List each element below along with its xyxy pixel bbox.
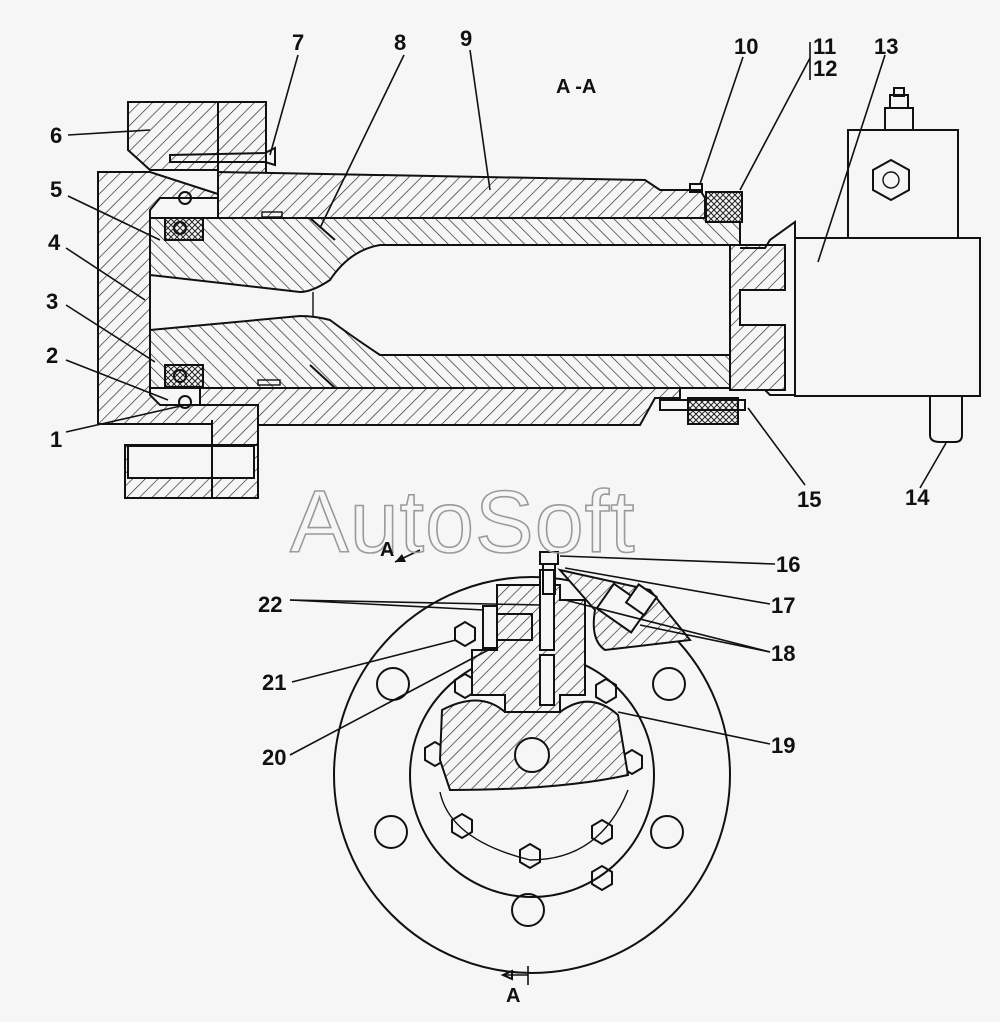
grease-nipple	[884, 107, 914, 131]
callout-labels: 1 2 3 4 5 6 7 8 9 10 11 12 13 14 15 16 1…	[46, 26, 930, 770]
part-8-rod	[149, 217, 741, 294]
section-title: A -A	[556, 76, 596, 98]
part-7-bolt	[169, 146, 276, 167]
part-8-rod-lower	[149, 314, 741, 389]
callout-3: 3	[46, 289, 58, 314]
callout-5: 5	[50, 177, 62, 202]
part-3-seal	[164, 364, 204, 388]
part-2-oring	[178, 395, 192, 409]
callout-21: 21	[262, 670, 286, 695]
part-5-seal	[164, 217, 204, 241]
callout-2: 2	[46, 343, 58, 368]
view-label-bottom: A	[506, 985, 520, 1007]
part-9-barrel-upper	[217, 170, 706, 219]
section-view-a-a	[97, 87, 981, 499]
hex-bolt-head	[872, 158, 910, 202]
callout-18: 18	[771, 641, 795, 666]
callout-4: 4	[48, 230, 61, 255]
view-label-top: A	[380, 539, 394, 561]
callout-1: 1	[50, 427, 62, 452]
outer-bolt-holes	[374, 667, 686, 927]
valve-block	[471, 584, 586, 713]
part-9-barrel-lower	[199, 387, 681, 426]
callout-20: 20	[262, 745, 286, 770]
part-14-pin	[929, 396, 963, 443]
part-11-seal-upper	[705, 191, 743, 223]
callout-6: 6	[50, 123, 62, 148]
pivot-pin	[514, 737, 550, 773]
part-22-plug	[482, 605, 498, 649]
flange-outer	[333, 576, 731, 974]
rod-end-collar	[729, 244, 786, 391]
callout-19: 19	[771, 733, 795, 758]
part-10-ring	[689, 183, 703, 193]
callout-13: 13	[874, 34, 898, 59]
callout-16: 16	[776, 552, 800, 577]
watermark: AutoSoft	[290, 472, 636, 571]
part-13-top-block	[847, 129, 959, 239]
callout-11: 11	[813, 34, 836, 59]
callout-15: 15	[797, 487, 821, 512]
part-13-end-block	[794, 237, 981, 397]
leader-lines	[65, 42, 947, 756]
callout-17: 17	[771, 593, 795, 618]
callout-14: 14	[905, 485, 930, 510]
callout-10: 10	[734, 34, 758, 59]
end-view	[333, 549, 731, 985]
callout-9: 9	[460, 26, 472, 51]
callout-22: 22	[258, 592, 282, 617]
callout-8: 8	[394, 30, 406, 55]
callout-7: 7	[292, 30, 304, 55]
callout-12: 12	[813, 56, 837, 81]
